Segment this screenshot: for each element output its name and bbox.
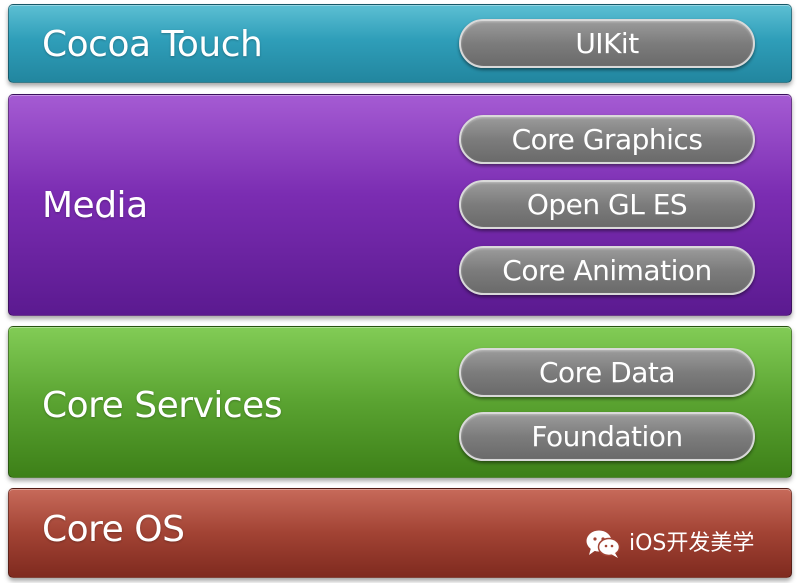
framework-pill-foundation: Foundation xyxy=(459,412,755,461)
framework-pill-core-animation: Core Animation xyxy=(459,246,755,295)
layer-media: Media Core Graphics Open GL ES Core Anim… xyxy=(8,94,792,316)
watermark-text: iOS开发美学 xyxy=(629,531,755,556)
framework-label: Core Animation xyxy=(502,253,712,287)
framework-label: Foundation xyxy=(531,419,683,453)
watermark: iOS开发美学 xyxy=(585,527,754,561)
framework-label: Open GL ES xyxy=(526,187,688,221)
layer-title: Core OS xyxy=(42,509,185,550)
framework-label: UIKit xyxy=(575,26,639,60)
framework-pill-core-graphics: Core Graphics xyxy=(459,115,755,164)
layer-title: Cocoa Touch xyxy=(42,24,263,65)
layer-core-os: Core OS xyxy=(8,488,792,578)
framework-label: Core Graphics xyxy=(511,122,703,156)
framework-pill-core-data: Core Data xyxy=(459,348,755,397)
layer-title: Core Services xyxy=(42,385,283,426)
layer-cocoa-touch: Cocoa Touch UIKit xyxy=(8,4,792,83)
framework-pill-open-gl-es: Open GL ES xyxy=(459,180,755,229)
framework-pill-uikit: UIKit xyxy=(459,19,755,68)
layer-core-services: Core Services Core Data Foundation xyxy=(8,326,792,478)
layer-title: Media xyxy=(42,185,148,226)
wechat-icon xyxy=(586,530,621,558)
framework-label: Core Data xyxy=(538,355,676,389)
